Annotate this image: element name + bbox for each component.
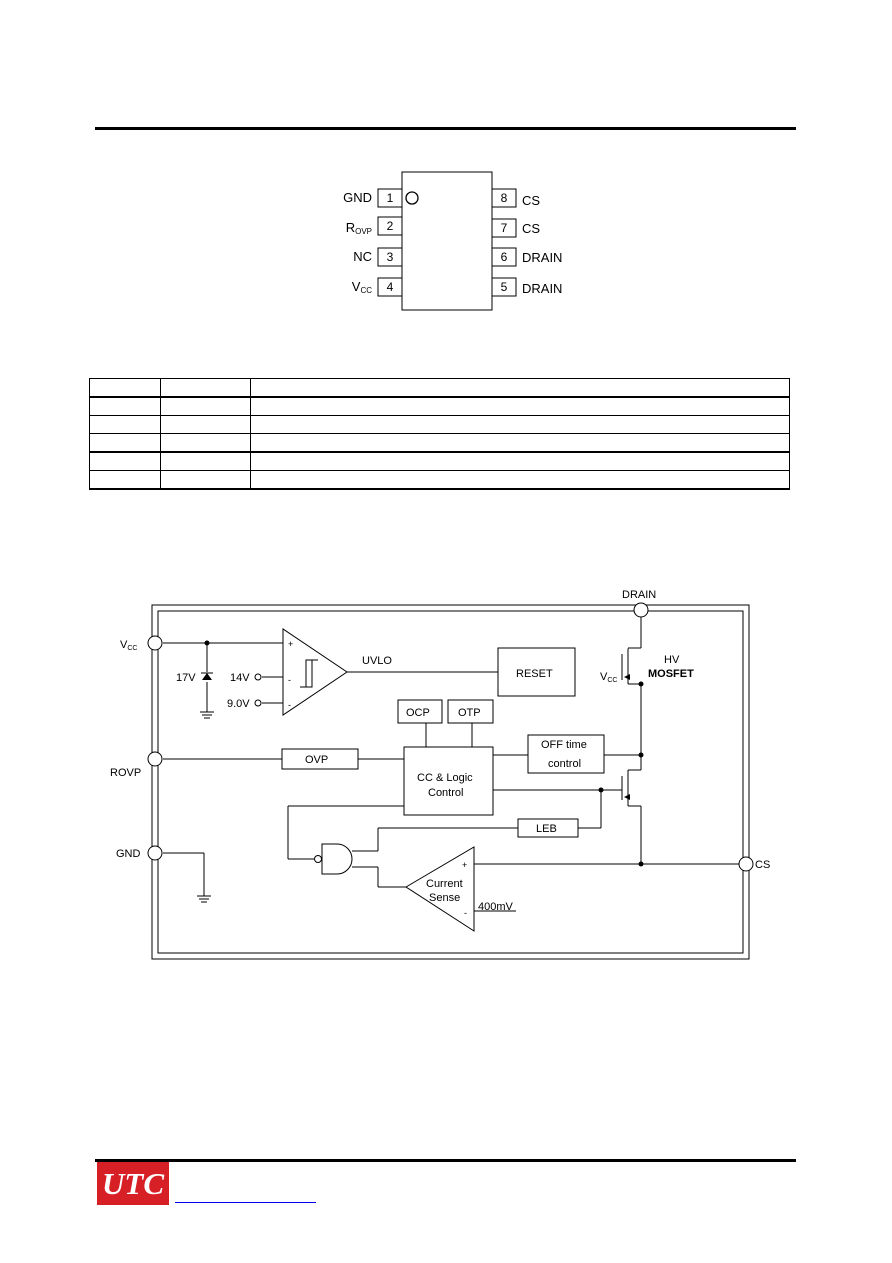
- ref-14v-label: 14V: [230, 672, 250, 684]
- leb-block: [517, 818, 579, 838]
- pin-number-4: 4: [387, 280, 394, 294]
- pin-number-6: 6: [501, 250, 508, 264]
- leb-label: LEB: [536, 823, 557, 835]
- pin-name-8: CS: [522, 193, 540, 208]
- drain-label: DRAIN: [622, 589, 656, 601]
- gnd-terminal: [147, 845, 163, 861]
- control-label: Control: [428, 787, 463, 799]
- header-rule: [95, 127, 796, 130]
- cs-label: CS: [755, 859, 770, 871]
- pin-box-7: [491, 218, 517, 238]
- table-header-row: [89, 378, 790, 398]
- pin-box-3: [377, 247, 403, 267]
- pin-name-5: DRAIN: [522, 281, 562, 296]
- rovp-label: ROVP: [110, 767, 141, 779]
- pin-box-5: [491, 277, 517, 297]
- zener-diode-icon: [202, 673, 212, 680]
- otp-block: [447, 699, 494, 724]
- current-label: Current: [426, 878, 463, 890]
- amp-plus-sign: +: [462, 860, 467, 870]
- pin-number-8: 8: [501, 191, 508, 205]
- hv-label: HV: [664, 654, 680, 666]
- pin-name-7: CS: [522, 221, 540, 236]
- pin-name-1: GND: [343, 190, 372, 205]
- ovp-block: [281, 748, 359, 770]
- pin-box-1: [377, 188, 403, 208]
- pin-description-table: [89, 378, 790, 490]
- cs-terminal: [738, 856, 754, 872]
- cc-logic-label: CC & Logic: [417, 772, 473, 784]
- cc-logic-block: [403, 746, 494, 816]
- footer-rule: [95, 1159, 796, 1162]
- amp-minus-sign: -: [464, 908, 467, 918]
- vcc-terminal: [147, 635, 163, 651]
- reset-label: RESET: [516, 668, 553, 680]
- table-row: [89, 415, 790, 434]
- pin1-marker: [405, 191, 419, 205]
- table-row: [89, 470, 790, 490]
- diagram-outer-frame: [151, 604, 750, 960]
- otp-label: OTP: [458, 707, 481, 719]
- comp-minus-sign-2: -: [288, 700, 291, 710]
- pin-box-6: [491, 247, 517, 267]
- off-time-label: OFF time: [541, 739, 587, 751]
- gate-vcc-label: VCC: [600, 671, 617, 684]
- diagram-inner-frame: [157, 610, 744, 954]
- table-row: [89, 451, 790, 471]
- reset-block: [497, 647, 576, 697]
- ocp-block: [397, 699, 443, 724]
- rovp-terminal: [147, 751, 163, 767]
- utc-logo-text: UTC: [102, 1166, 164, 1201]
- pin-box-8: [491, 188, 517, 208]
- comp-plus-sign: +: [288, 639, 293, 649]
- off-time-block: [527, 734, 605, 774]
- table-row: [89, 433, 790, 453]
- gnd-label: GND: [116, 848, 141, 860]
- uvlo-comparator: [282, 628, 348, 716]
- pin-number-1: 1: [387, 191, 394, 205]
- table-row: [89, 396, 790, 416]
- pin-box-2: [377, 216, 403, 236]
- ovp-label: OVP: [305, 754, 328, 766]
- mosfet-label: MOSFET: [648, 668, 694, 680]
- ocp-label: OCP: [406, 707, 430, 719]
- drain-terminal: [633, 602, 649, 618]
- website-link[interactable]: [175, 1186, 316, 1203]
- pin-configuration-diagram: 1 2 3 4 8 7 6 5 GND ROVP NC VCC CS CS DR…: [343, 171, 562, 311]
- ref-400mv-label: 400mV: [478, 901, 514, 913]
- utc-logo: [97, 1162, 169, 1205]
- pin-number-2: 2: [387, 219, 394, 233]
- pin-number-3: 3: [387, 250, 394, 264]
- zener-voltage-label: 17V: [176, 672, 196, 684]
- off-control-label: control: [548, 758, 581, 770]
- pin-name-4: VCC: [352, 279, 372, 295]
- pin-box-4: [377, 277, 403, 297]
- sense-label: Sense: [429, 892, 460, 904]
- nand-gate: [321, 843, 353, 875]
- current-sense-amplifier: [405, 846, 475, 932]
- pin-name-6: DRAIN: [522, 250, 562, 265]
- pin-number-5: 5: [501, 280, 508, 294]
- pin-name-2: ROVP: [346, 220, 372, 236]
- pin-name-3: NC: [353, 249, 372, 264]
- vcc-label: VCC: [120, 639, 137, 652]
- uvlo-label: UVLO: [362, 655, 392, 667]
- ref-9v-label: 9.0V: [227, 698, 250, 710]
- comp-minus-sign-1: -: [288, 675, 291, 685]
- pin-number-7: 7: [501, 221, 508, 235]
